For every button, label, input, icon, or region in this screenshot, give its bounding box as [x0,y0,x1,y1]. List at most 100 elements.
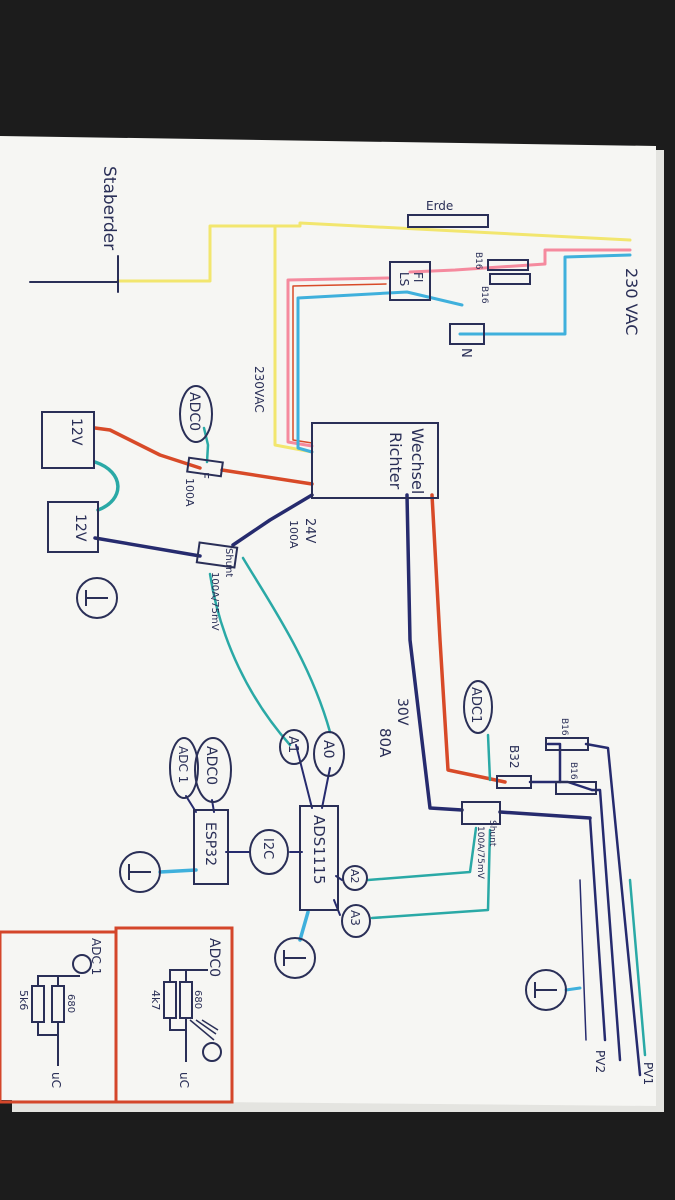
ground-icon [76,577,118,619]
ground-icon [525,969,567,1011]
inverter-label-1: Wechsel [408,428,427,494]
b16-bottom-label: B16 [479,286,489,304]
i2c-label: I2C [260,838,275,859]
a3-node [341,904,371,938]
battery-top-label: 12V [68,418,84,446]
shunt-pv-label: Shunt [487,820,497,847]
ac-input-label: 230VAC [252,366,266,413]
ground-icon [274,937,316,979]
divider-adc1-title: ADC 1 [89,938,103,975]
dc-current-label: 100A [287,520,300,549]
b16-breaker-top [487,259,529,271]
shunt2-a3-wire [370,828,492,920]
shunt2-a2-wire [366,826,478,882]
pv1-positive-wire [584,742,642,1077]
mains-voltage-label: 230 VAC [622,268,641,335]
adc1-sense-wire [486,733,492,782]
stake-symbol [29,255,119,293]
fi-label: FI [411,272,425,282]
divider-adc1-ground-icon [72,954,92,974]
i2c-node [249,829,289,875]
erde-terminal [407,214,489,228]
adc0-sense-wire [202,426,210,464]
b32-b16-top-wire [528,742,562,784]
esp-adc1-node [169,737,199,799]
pv-voltage-label: 30V [394,698,410,726]
b16-breaker-bottom [489,273,531,285]
ads1115-box [299,805,339,911]
b32-breaker [496,775,532,789]
b16-breaker-pv2 [555,781,597,795]
b16-pv1-label: B16 [559,718,569,736]
divider-adc0-uc-label: uC [177,1072,191,1088]
pv-positive-wire [430,493,507,784]
fuse-rating-label: 100A [183,478,196,507]
ground-icon [119,851,161,893]
adc1-node-label: ADC1 [468,687,483,723]
divider-adc0-r1-label: 680 [192,990,203,1009]
neutral-wire [458,253,632,336]
pv1-ground-wire [628,878,647,1057]
esp-adc1-label: ADC 1 [176,746,190,783]
ls-label: LS [397,272,411,286]
fuse [186,456,224,478]
earth-wire [116,221,632,283]
fuse-label: F [197,472,211,479]
shunt-pv-rating: 100A/75mV [475,826,485,880]
divider-adc1-r2-label: 5k6 [17,990,30,1010]
a1-ads-wire [295,744,313,809]
a0-label: A0 [320,740,336,758]
battery-bottom-label: 12V [72,514,88,542]
battery-top [41,411,95,469]
divider-adc0-frame [114,926,234,1104]
divider-adc0-hatch [189,1019,219,1041]
line-wire-inverter [286,276,390,448]
battery-positive-wire [93,426,202,470]
divider-adc0-r2-label: 4k7 [149,990,162,1010]
adc0-node-label: ADC0 [186,392,202,431]
b16-top-label: B16 [473,252,483,270]
adc1-node [463,680,493,734]
a3-label: A3 [348,910,362,926]
esp32-label: ESP32 [202,822,218,866]
neutral-terminal [449,323,485,345]
shunt-negative-wire [231,493,314,547]
b16-breaker-pv1 [545,737,589,751]
divider-adc0-wires [169,969,208,1062]
dc-voltage-label: 24V [302,518,317,544]
staberder-label: Staberder [99,166,119,250]
pv-negative-branch [498,810,592,820]
divider-adc1-wires [37,975,80,1066]
inverter-box [311,422,439,499]
shunt-battery [195,541,239,569]
shunt1-a0-wire [241,556,332,734]
a0-ads-wire [321,767,331,809]
pv2-label: PV2 [593,1050,607,1073]
pv-ground-link [564,986,582,992]
esp-adc0-label: ADC0 [203,746,219,785]
pv-current-label: 80A [376,728,394,758]
fi-ls-breaker [389,261,431,301]
adc0-node [179,385,213,443]
divider-adc1-uc-label: uC [49,1072,63,1088]
pv-negative-out [588,816,607,1042]
battery-link-wire [93,460,120,512]
a2-node [342,865,368,891]
paper-sheet [0,136,656,1106]
shunt-battery-label: Shunt [223,548,234,577]
divider-adc0-ground-icon [202,1042,222,1062]
neutral-label: N [458,348,473,358]
divider-adc0-title: ADC0 [206,938,222,977]
inverter-label-2: Richter [386,432,405,490]
line-wire-trace [292,283,387,444]
a0-node [313,731,345,777]
battery-bottom [47,501,99,553]
battery-negative-wire [93,536,202,558]
pv1-label: PV1 [641,1062,655,1085]
b16-pv2-label: B16 [568,762,578,780]
esp-adc0-node [194,737,232,803]
esp32-box [193,809,229,885]
a1-node [279,729,309,765]
line-wire [408,248,632,274]
